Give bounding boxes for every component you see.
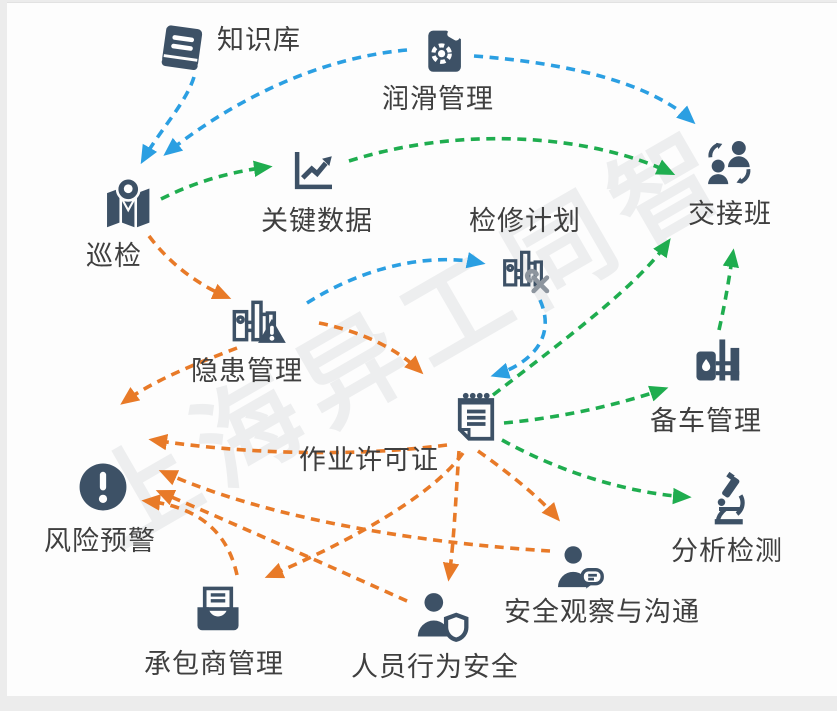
map-pin-icon (107, 176, 150, 228)
contractor-management-label: 承包商管理 (144, 649, 284, 680)
lubrication-management-node (415, 21, 473, 79)
edge-personnel-behavior-safety-to-risk-warning (155, 489, 408, 603)
maintenance-plan-label: 检修计划 (469, 206, 581, 237)
work-permit-label: 作业许可证 (299, 445, 439, 476)
edge-work-permit-to-contractor-management (264, 451, 465, 579)
inspection-node (98, 172, 160, 234)
notepad-icon (457, 392, 495, 441)
contractor-management-node (189, 580, 247, 638)
chart-icon (294, 152, 332, 190)
diagram-canvas: 上海异工同智 知识库润滑管理交接班巡检关键数据检修计划隐患管理作业许可证备车管理… (7, 2, 837, 696)
edge-safety-observation-communication-to-risk-warning (158, 470, 551, 553)
maintenance-plan-node (495, 239, 553, 297)
edge-hazard-management-to-risk-warning (120, 346, 238, 405)
microscope-icon (714, 471, 745, 525)
shift-handover-label: 交接班 (688, 199, 772, 230)
person-chat-icon (557, 546, 604, 589)
analysis-testing-label: 分析检测 (671, 536, 783, 567)
plant-warning-icon (232, 300, 286, 343)
tank-icon (696, 339, 740, 381)
people-swap-icon (708, 141, 751, 185)
safety-observation-communication-node (550, 539, 608, 597)
plant-wrench-icon (503, 250, 550, 294)
inspection-label: 巡检 (86, 241, 142, 272)
edge-hazard-management-to-work-permit (318, 321, 424, 375)
standby-management-label: 备车管理 (650, 406, 762, 437)
book-icon (161, 25, 203, 70)
edge-work-permit-to-standby-management (503, 385, 669, 425)
hazard-management-label: 隐患管理 (191, 356, 303, 387)
diagram-arrows-canvas (120, 48, 740, 603)
alert-circle-icon (79, 463, 127, 511)
key-data-node (287, 143, 341, 197)
risk-warning-node (74, 458, 132, 516)
edge-work-permit-to-risk-warning (148, 434, 448, 455)
standby-management-node (688, 331, 746, 389)
hazard-management-node (225, 289, 289, 353)
edge-knowledge-base-to-inspection (140, 76, 196, 165)
risk-warning-label: 风险预警 (44, 526, 156, 557)
knowledge-base-node (154, 20, 212, 78)
personnel-behavior-safety-label: 人员行为安全 (351, 652, 519, 683)
edge-lubrication-management-to-shift-handover (473, 54, 696, 125)
safety-observation-communication-label: 安全观察与沟通 (504, 597, 700, 628)
edge-inspection-to-hazard-management (147, 234, 232, 299)
key-data-label: 关键数据 (261, 206, 373, 237)
edge-work-permit-to-analysis-testing (501, 438, 692, 505)
edge-work-permit-to-personnel-behavior-safety (442, 450, 461, 582)
edge-contractor-management-to-risk-warning (141, 494, 239, 576)
oil-can-icon (428, 30, 461, 72)
knowledge-base-label: 知识库 (217, 25, 301, 56)
personnel-behavior-safety-node (409, 584, 473, 648)
edge-lubrication-management-to-inspection (163, 48, 408, 156)
analysis-testing-node (699, 470, 759, 530)
edge-standby-management-to-shift-handover (717, 248, 740, 331)
shift-handover-node (698, 132, 760, 194)
edge-maintenance-plan-to-work-permit (490, 299, 547, 379)
edge-work-permit-to-safety-observation-communication (476, 449, 561, 522)
work-permit-node (446, 385, 506, 445)
person-shield-icon (417, 593, 469, 642)
inbox-icon (197, 586, 239, 631)
edge-inspection-to-key-data (160, 160, 273, 201)
lubrication-management-label: 润滑管理 (382, 84, 494, 115)
edge-key-data-to-shift-handover (348, 136, 676, 176)
edge-work-permit-to-shift-handover (491, 238, 671, 397)
edge-hazard-management-to-maintenance-plan (306, 252, 486, 305)
